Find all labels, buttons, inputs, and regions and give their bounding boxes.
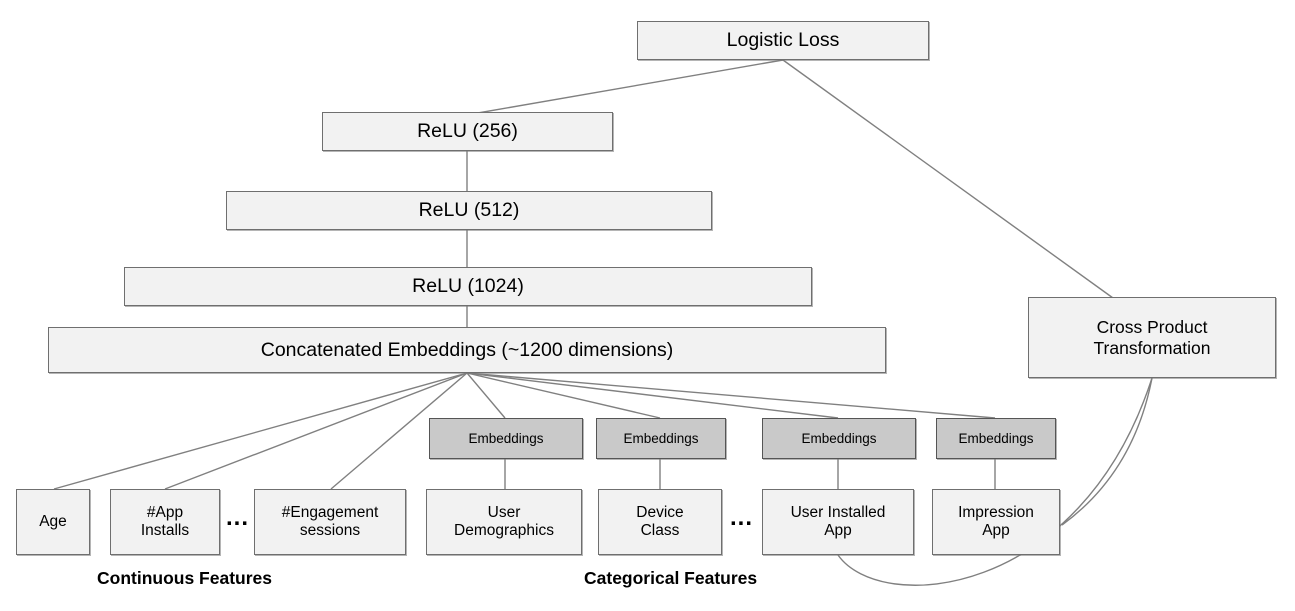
group-label-continuous-features-text: Continuous Features — [97, 568, 273, 588]
node-feature-engagement-sessions[interactable]: #Engagement sessions — [254, 489, 406, 555]
node-feature-device-class-label: Device Class — [636, 503, 684, 539]
edge-concat-to-app-installs — [164, 372, 468, 490]
node-embeddings-4-label: Embeddings — [958, 430, 1034, 446]
node-relu-512[interactable]: ReLU (512) — [226, 191, 712, 230]
edge-concat-to-engagement — [330, 372, 468, 490]
node-feature-user-installed-app[interactable]: User Installed App — [762, 489, 914, 555]
group-label-categorical-features-text: Categorical Features — [584, 568, 758, 588]
node-feature-user-demographics-label: User Demographics — [454, 503, 554, 539]
node-relu-256-label: ReLU (256) — [417, 120, 518, 142]
node-embeddings-3-label: Embeddings — [801, 430, 877, 446]
node-feature-device-class[interactable]: Device Class — [598, 489, 722, 555]
node-feature-age-label: Age — [39, 512, 67, 530]
edge-concat-to-emb1 — [466, 372, 506, 419]
group-label-categorical-features: Categorical Features — [584, 568, 757, 589]
node-embeddings-3[interactable]: Embeddings — [762, 418, 916, 459]
node-feature-app-installs-label: #App Installs — [140, 503, 190, 539]
ellipsis-categorical-label: ... — [730, 504, 754, 531]
node-concatenated-embeddings-label: Concatenated Embeddings (~1200 dimension… — [260, 338, 674, 361]
node-feature-app-installs[interactable]: #App Installs — [110, 489, 220, 555]
node-embeddings-4[interactable]: Embeddings — [936, 418, 1056, 459]
node-feature-user-demographics[interactable]: User Demographics — [426, 489, 582, 555]
edge-concat-to-age — [53, 372, 468, 490]
edge-loss-to-crossproduct — [782, 59, 1114, 299]
node-feature-user-installed-app-label: User Installed App — [790, 503, 886, 539]
node-cross-product-transformation-label: Cross Product Transformation — [1093, 316, 1211, 358]
node-relu-256[interactable]: ReLU (256) — [322, 112, 613, 151]
edge-user-installed-app-to-crossproduct — [837, 377, 1153, 586]
node-feature-impression-app-label: Impression App — [958, 503, 1034, 539]
node-logistic-loss[interactable]: Logistic Loss — [637, 21, 929, 60]
node-feature-age[interactable]: Age — [16, 489, 90, 555]
node-embeddings-1-label: Embeddings — [468, 430, 544, 446]
ellipsis-continuous: ... — [226, 506, 249, 530]
node-feature-impression-app[interactable]: Impression App — [932, 489, 1060, 555]
node-concatenated-embeddings[interactable]: Concatenated Embeddings (~1200 dimension… — [48, 327, 886, 373]
node-embeddings-1[interactable]: Embeddings — [429, 418, 583, 459]
node-feature-engagement-sessions-label: #Engagement sessions — [281, 503, 379, 539]
edge-concat-to-emb2 — [466, 372, 661, 419]
group-label-continuous-features: Continuous Features — [97, 568, 272, 589]
node-relu-512-label: ReLU (512) — [418, 199, 520, 221]
node-relu-1024-label: ReLU (1024) — [412, 275, 524, 297]
node-cross-product-transformation[interactable]: Cross Product Transformation — [1028, 297, 1276, 378]
node-embeddings-2-label: Embeddings — [623, 430, 699, 446]
node-relu-1024[interactable]: ReLU (1024) — [124, 267, 812, 306]
ellipsis-continuous-label: ... — [226, 504, 250, 531]
node-embeddings-2[interactable]: Embeddings — [596, 418, 726, 459]
edge-loss-to-relu256 — [471, 59, 784, 115]
edge-concat-to-emb3 — [466, 372, 839, 419]
edge-concat-to-emb4 — [466, 372, 996, 419]
ellipsis-categorical: ... — [730, 506, 753, 530]
node-logistic-loss-label: Logistic Loss — [726, 29, 840, 51]
edge-impression-app-to-crossproduct — [1061, 377, 1153, 526]
